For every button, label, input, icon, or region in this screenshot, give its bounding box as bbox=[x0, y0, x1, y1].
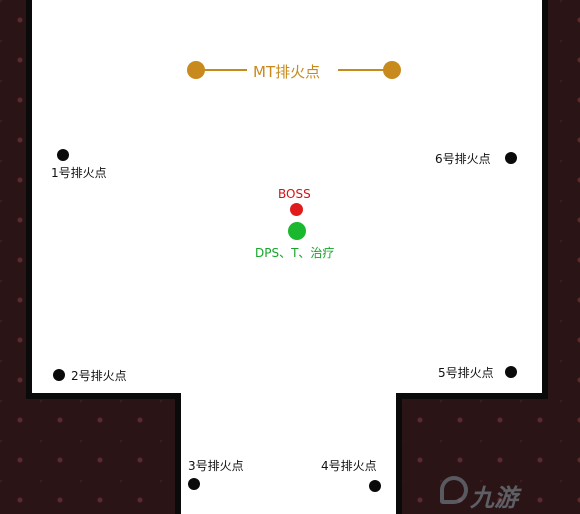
marker-3 bbox=[188, 478, 200, 490]
arena-wall bbox=[26, 0, 548, 514]
marker-5 bbox=[505, 366, 517, 378]
mt-point-left bbox=[187, 61, 205, 79]
marker-2-label: 2号排火点 bbox=[71, 369, 127, 383]
mt-label: MT排火点 bbox=[253, 63, 321, 81]
marker-6 bbox=[505, 152, 517, 164]
arena-floor bbox=[29, 0, 545, 514]
marker-4 bbox=[369, 480, 381, 492]
watermark-text: 九游 bbox=[470, 484, 518, 512]
marker-3-label: 3号排火点 bbox=[188, 459, 244, 473]
marker-5-label: 5号排火点 bbox=[438, 366, 494, 380]
jiuyou-logo-icon bbox=[440, 476, 468, 504]
boss-label: BOSS bbox=[278, 187, 311, 201]
marker-6-label: 6号排火点 bbox=[435, 152, 491, 166]
party-marker bbox=[288, 222, 306, 240]
party-label: DPS、T、治疗 bbox=[255, 246, 335, 260]
marker-2 bbox=[53, 369, 65, 381]
marker-1 bbox=[57, 149, 69, 161]
marker-4-label: 4号排火点 bbox=[321, 459, 377, 473]
boss-marker bbox=[290, 203, 303, 216]
mt-point-right bbox=[383, 61, 401, 79]
marker-1-label: 1号排火点 bbox=[51, 166, 107, 180]
